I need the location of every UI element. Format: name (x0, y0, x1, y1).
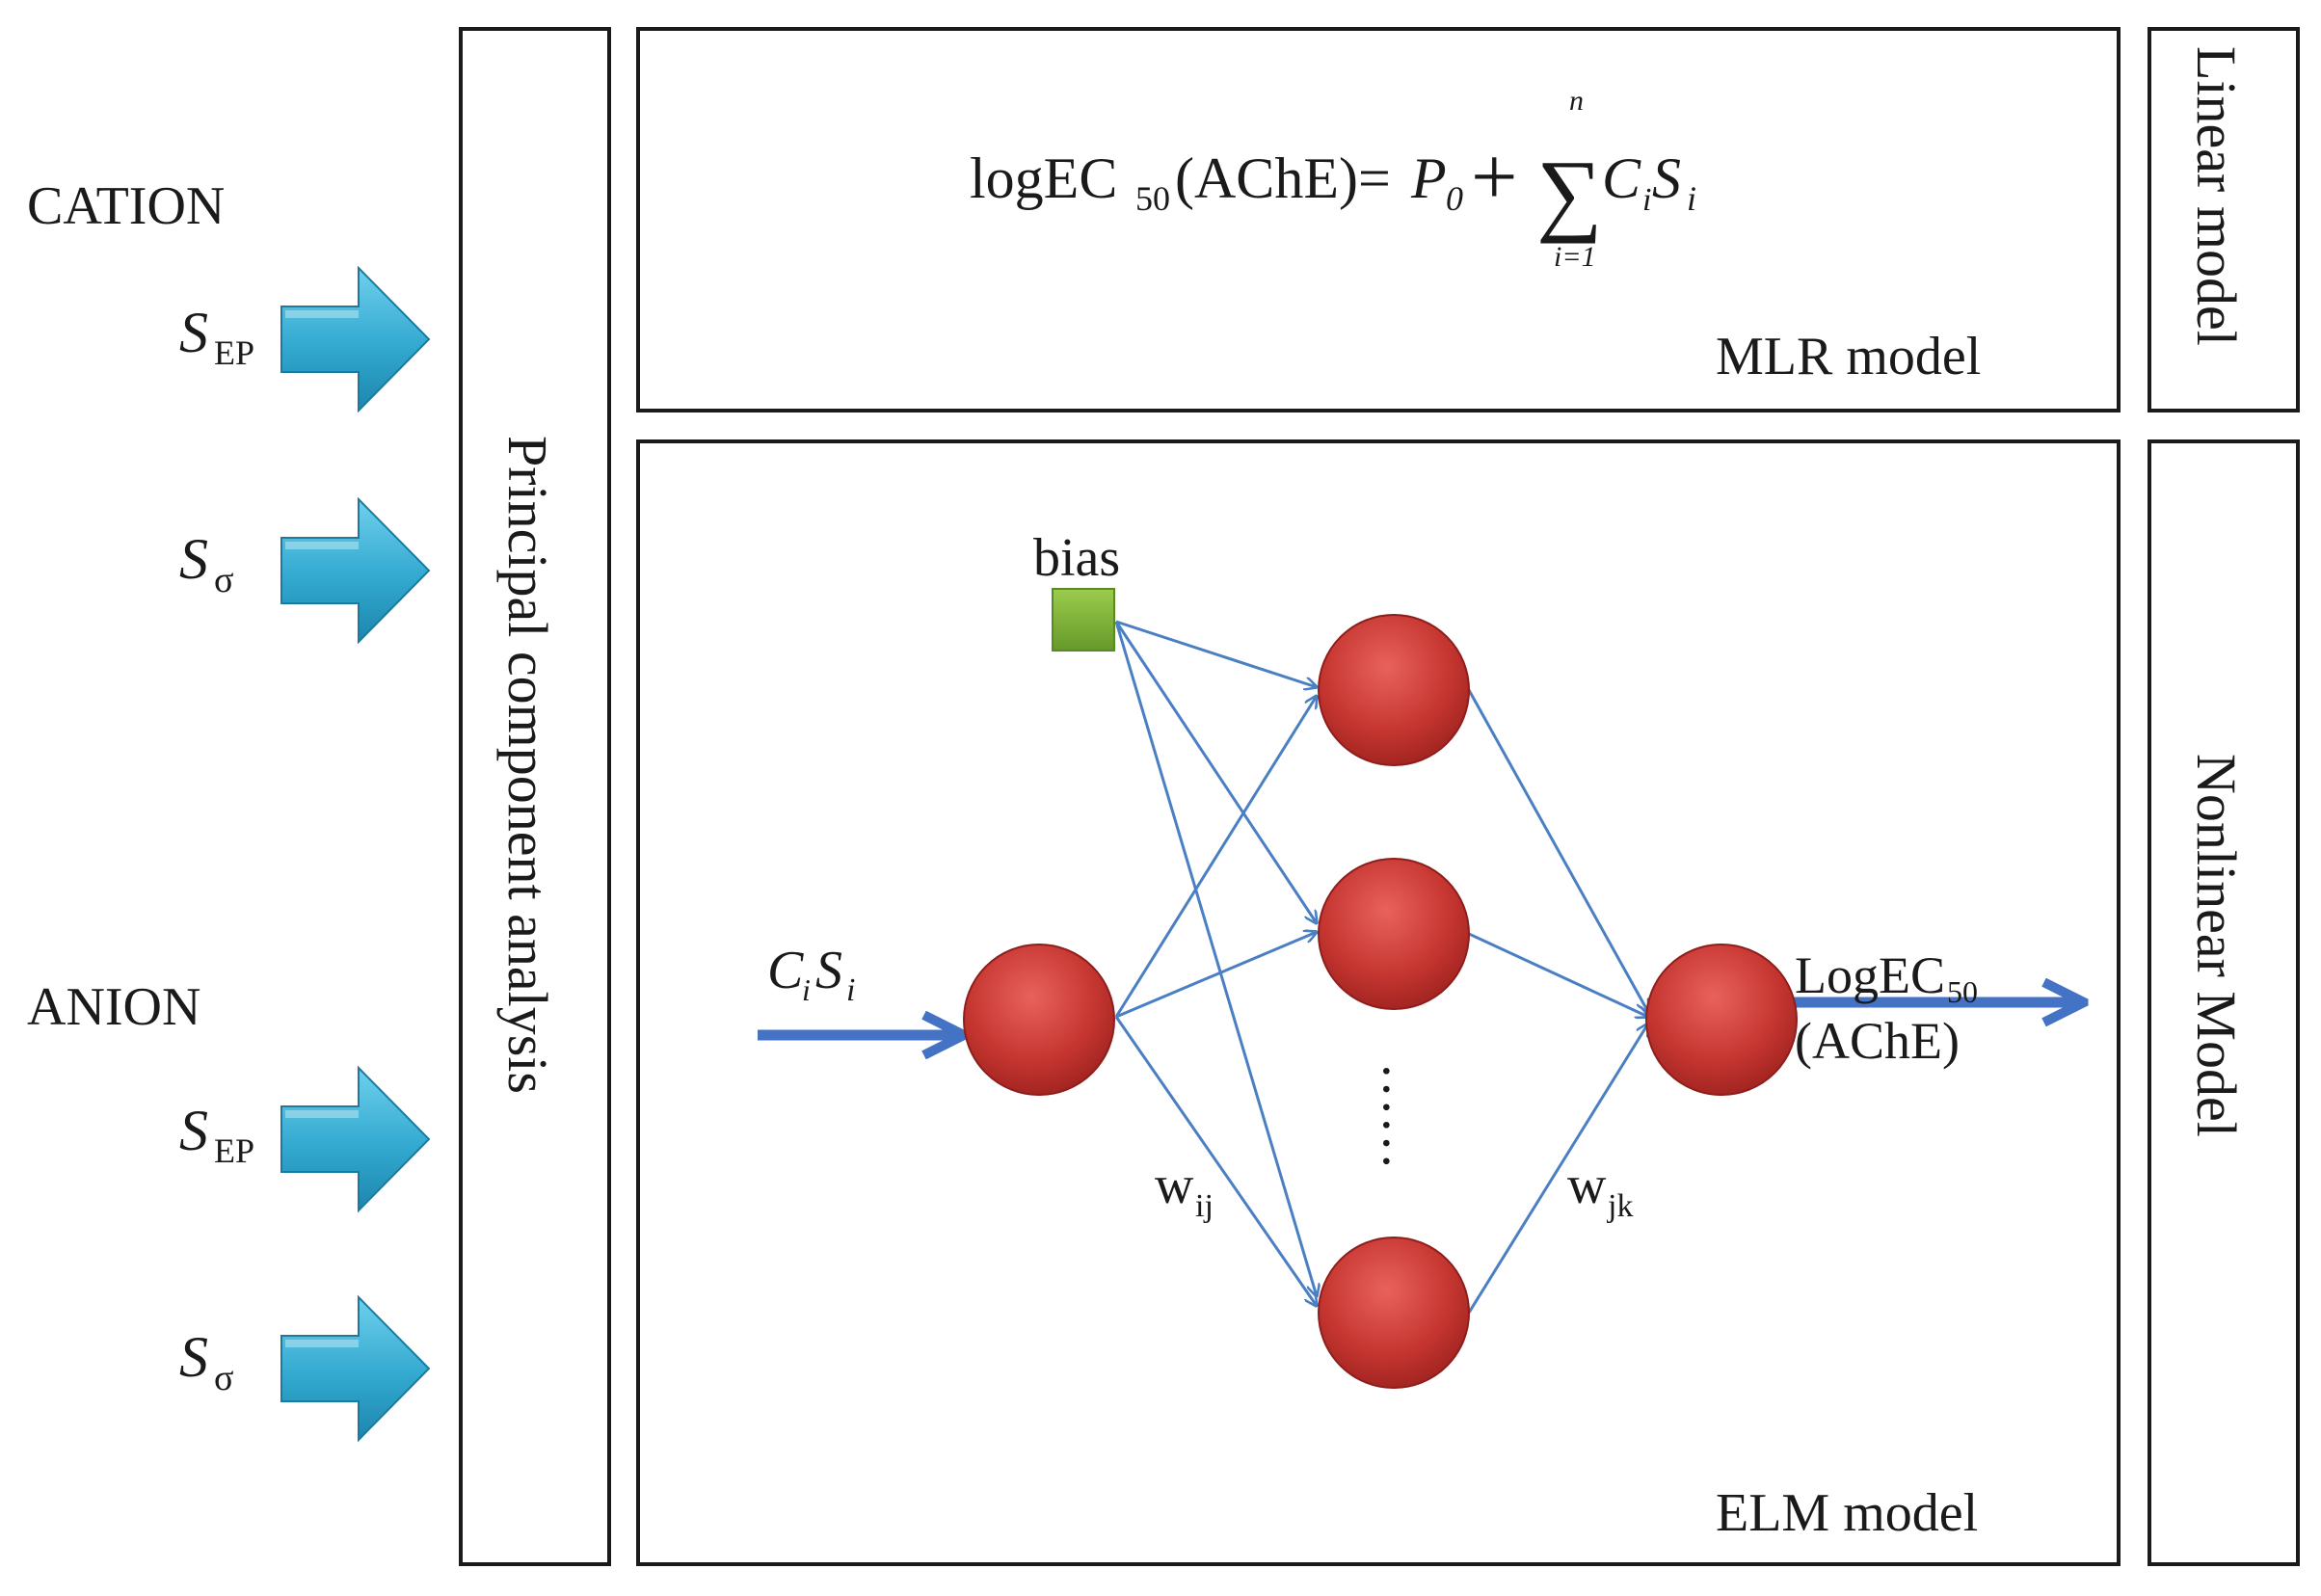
svg-text:EP: EP (214, 333, 254, 372)
svg-text:σ: σ (214, 1358, 233, 1398)
svg-text:EP: EP (214, 1131, 254, 1170)
linear-model-box (2148, 27, 2300, 412)
svg-text:LogEC: LogEC (1795, 946, 1945, 1004)
svg-text:S: S (179, 1325, 208, 1389)
svg-text:P: P (1410, 146, 1447, 210)
anion-sep-label: S EP (179, 1099, 254, 1170)
weight-label-wij: w ij (1155, 1156, 1214, 1224)
hidden-ellipsis: …… (1372, 1062, 1431, 1170)
svg-text:i: i (1642, 182, 1651, 218)
hidden-neuron-1 (1318, 614, 1470, 766)
svg-text:S: S (815, 941, 842, 1000)
connections-input-hidden (1114, 696, 1317, 1306)
block-arrow-anion-sep (280, 1065, 431, 1213)
edge-input-h1 (1114, 696, 1317, 1018)
svg-text:0: 0 (1446, 179, 1463, 218)
svg-text:(AChE)=: (AChE)= (1175, 146, 1391, 210)
svg-text:C: C (767, 941, 804, 1000)
svg-text:i: i (802, 972, 811, 1007)
mlr-box (636, 27, 2121, 412)
edge-input-h2 (1115, 932, 1317, 1019)
hidden-neuron-2 (1318, 858, 1470, 1010)
svg-text:(AChE): (AChE) (1795, 1012, 1960, 1070)
edge-bias-h1 (1115, 620, 1317, 687)
edge-h1-output (1467, 689, 1648, 1012)
svg-text:S: S (1652, 146, 1681, 210)
svg-text:∑: ∑ (1536, 141, 1602, 244)
weight-label-wjk: w jk (1567, 1156, 1633, 1224)
bias-node (1052, 588, 1115, 652)
edge-h2-output (1468, 932, 1648, 1017)
nonlinear-model-box (2148, 439, 2300, 1566)
connections-hidden-output (1467, 689, 1648, 1314)
svg-text:i=1: i=1 (1554, 241, 1596, 273)
svg-text:i: i (846, 972, 855, 1008)
block-arrow-anion-ssigma (280, 1294, 431, 1443)
pca-box (459, 27, 611, 1566)
svg-text:n: n (1569, 85, 1584, 117)
edge-bias-h2 (1114, 621, 1317, 923)
anion-ssigma-label: S σ (179, 1325, 233, 1398)
output-label: LogEC 50 (AChE) (1795, 946, 1978, 1070)
cation-label: CATION (27, 176, 225, 236)
pca-label: Principal component analysis (496, 436, 559, 1094)
edge-input-h3 (1114, 1016, 1317, 1306)
input-neuron (963, 944, 1115, 1096)
block-arrow-cation-ssigma (280, 496, 431, 645)
svg-text:+: + (1471, 130, 1518, 223)
connections-bias-hidden (1114, 620, 1317, 1296)
svg-text:ij: ij (1195, 1188, 1214, 1224)
edge-bias-h3 (1114, 621, 1317, 1296)
block-arrow-cation-sep (280, 265, 431, 413)
svg-text:w: w (1567, 1156, 1607, 1215)
svg-text:i: i (1687, 179, 1696, 218)
bias-label: bias (1033, 528, 1120, 588)
edge-h3-output (1467, 1024, 1648, 1314)
svg-text:w: w (1155, 1156, 1194, 1215)
svg-text:σ: σ (214, 560, 233, 600)
svg-text:logEC: logEC (970, 146, 1117, 210)
cation-sep-label: S EP (179, 301, 254, 372)
cation-ssigma-label: S σ (179, 527, 233, 600)
svg-text:50: 50 (1135, 179, 1170, 218)
elm-model-label: ELM model (1716, 1483, 1978, 1543)
mlr-formula: logEC 50 (AChE)= P 0 + ∑ n i=1 C i S i (970, 85, 1696, 273)
svg-text:S: S (179, 1099, 208, 1162)
linear-model-label: Linear model (2185, 46, 2248, 346)
output-neuron (1645, 944, 1798, 1096)
hidden-neuron-3 (1318, 1237, 1470, 1389)
svg-text:jk: jk (1607, 1188, 1633, 1224)
svg-text:S: S (179, 301, 208, 364)
mlr-model-label: MLR model (1716, 327, 1981, 386)
input-label: C i S i (767, 941, 855, 1008)
nonlinear-model-label: Nonlinear Model (2185, 754, 2248, 1137)
svg-text:C: C (1602, 146, 1641, 210)
svg-text:S: S (179, 527, 208, 591)
anion-label: ANION (27, 977, 200, 1037)
svg-text:50: 50 (1947, 974, 1978, 1009)
